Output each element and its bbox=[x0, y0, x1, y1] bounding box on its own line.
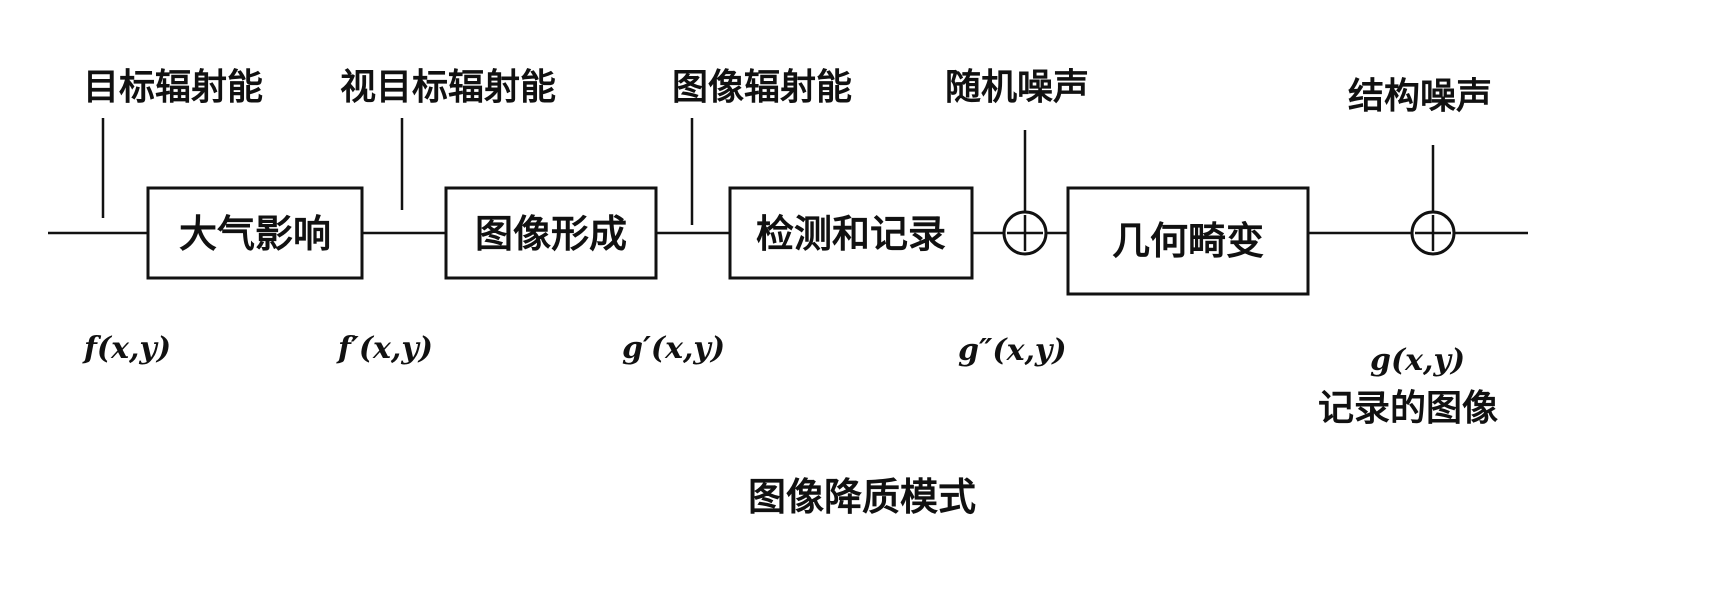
figure-caption: 图像降质模式 bbox=[748, 475, 976, 519]
sum-junction-random-noise bbox=[1002, 210, 1048, 256]
block-image-formation-label: 图像形成 bbox=[475, 212, 627, 256]
block-geometric-distortion: 几何畸变 bbox=[1066, 186, 1310, 296]
block-image-formation: 图像形成 bbox=[444, 186, 658, 280]
signal-g: g(x,y) bbox=[1370, 343, 1465, 378]
label-apparent-target-radiance: 视目标辐射能 bbox=[340, 67, 556, 108]
label-target-radiance: 目标辐射能 bbox=[83, 67, 263, 108]
label-image-radiance: 图像辐射能 bbox=[672, 67, 852, 108]
signal-g-prime: g′(x,y) bbox=[622, 331, 725, 366]
signal-f-prime: f′(x,y) bbox=[336, 331, 433, 366]
block-geometric-distortion-label: 几何畸变 bbox=[1112, 219, 1264, 263]
output-caption: 记录的图像 bbox=[1318, 388, 1498, 429]
label-random-noise: 随机噪声 bbox=[945, 67, 1089, 108]
sum-junction-structural-noise bbox=[1410, 210, 1456, 256]
block-detection-recording: 检测和记录 bbox=[728, 186, 974, 280]
signal-g-double-prime: g″(x,y) bbox=[958, 333, 1067, 368]
input-taps bbox=[101, 118, 1435, 225]
signal-f: f(x,y) bbox=[82, 331, 171, 366]
label-structural-noise: 结构噪声 bbox=[1348, 76, 1492, 117]
block-atmosphere-label: 大气影响 bbox=[179, 212, 331, 256]
block-detection-recording-label: 检测和记录 bbox=[756, 212, 946, 256]
block-atmosphere: 大气影响 bbox=[146, 186, 364, 280]
